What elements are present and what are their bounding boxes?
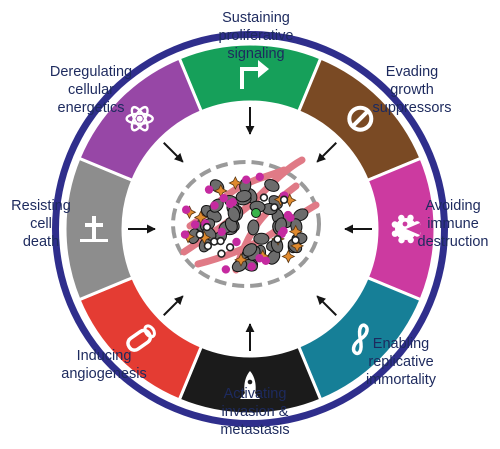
segment-resisting: [63, 156, 135, 302]
immune-cell: [279, 226, 288, 236]
ring-cell: [273, 234, 282, 244]
label-line: Activating: [224, 386, 287, 402]
label-line: signaling: [227, 46, 284, 62]
immune-cell: [180, 230, 190, 239]
label-line: cellular: [68, 82, 114, 98]
tumor-illustration: [171, 156, 321, 288]
label-evading: Evading growth suppressors: [373, 64, 452, 116]
label-line: immune: [427, 216, 479, 232]
immune-cell: [181, 205, 191, 214]
label-line: metastasis: [220, 422, 289, 438]
rocket-icon: [240, 371, 260, 399]
tumor-cell: [242, 243, 258, 257]
label-line: Deregulating: [50, 64, 132, 80]
immune-cell: [221, 265, 231, 274]
stromal-cell: [290, 238, 304, 253]
ring-cell: [216, 236, 225, 246]
pacman-gear-icon: [391, 214, 421, 244]
green-cell: [251, 208, 261, 218]
tombstone-icon: [80, 216, 108, 242]
ring-cell: [225, 243, 235, 252]
label-line: Sustaining: [222, 10, 290, 26]
immune-cell: [228, 197, 238, 207]
immune-cell: [210, 201, 219, 210]
label-line: replicative: [368, 354, 433, 370]
label-avoiding: Avoiding immune destruction: [418, 198, 489, 250]
label-resisting: Resisting cell death: [11, 198, 71, 250]
label-line: angiogenesis: [61, 366, 146, 382]
ring-cell: [203, 241, 213, 251]
label-line: proliferative: [219, 28, 294, 44]
stromal-cell: [228, 176, 243, 190]
label-line: growth: [390, 82, 434, 98]
label-line: cell: [30, 216, 52, 232]
ring-cell: [259, 193, 269, 202]
ring-cell: [270, 203, 279, 212]
immune-cell: [247, 262, 256, 271]
tumor-cell: [264, 179, 280, 192]
label-line: immortality: [366, 372, 437, 388]
immune-cell: [217, 227, 226, 237]
label-line: Enabling: [373, 336, 429, 352]
label-sustaining: Sustaining proliferative signaling: [219, 10, 294, 62]
ring-cell: [217, 249, 226, 258]
infinity-icon: [351, 323, 369, 356]
label-activating: Activating invasion & metastasis: [220, 386, 289, 438]
immune-cell: [232, 237, 241, 247]
label-line: suppressors: [373, 100, 452, 116]
tumor-cell: [247, 219, 260, 236]
label-line: Inducing: [77, 348, 132, 364]
arrow-evading: [316, 142, 337, 163]
no-entry-icon: [347, 105, 374, 132]
stromal-cell: [234, 252, 248, 267]
arrow-deregulating: [163, 142, 184, 163]
label-enabling: Enabling replicative immortality: [366, 336, 437, 388]
atom-icon: [125, 105, 154, 132]
ring-cell: [202, 222, 212, 232]
arrow-inducing: [163, 295, 184, 316]
immune-cell: [255, 172, 264, 181]
tumor-cell: [253, 232, 270, 245]
immune-cell: [204, 185, 214, 194]
vessel-icon: [126, 324, 156, 352]
label-inducing: Inducing angiogenesis: [61, 348, 146, 382]
label-line: death: [23, 234, 59, 250]
label-line: Evading: [386, 64, 438, 80]
immune-cell: [242, 175, 251, 184]
immune-cell: [261, 256, 271, 265]
label-line: energetics: [58, 100, 125, 116]
ring-cell: [195, 230, 205, 239]
ring-cell: [279, 195, 289, 204]
immune-cell: [283, 210, 293, 220]
arrow-turn-icon: [240, 60, 269, 89]
label-line: destruction: [418, 234, 489, 250]
stromal-cell: [193, 210, 208, 225]
tumor-cell: [235, 190, 252, 203]
ring-cell: [291, 235, 300, 245]
arrow-enabling: [316, 295, 337, 316]
stromal-cell: [281, 249, 296, 264]
label-line: Avoiding: [425, 198, 480, 214]
label-deregulating: Deregulating cellular energetics: [50, 64, 132, 116]
label-line: invasion &: [222, 404, 289, 420]
label-line: Resisting: [11, 198, 71, 214]
immune-cell: [190, 220, 200, 229]
immune-cell: [219, 193, 228, 203]
